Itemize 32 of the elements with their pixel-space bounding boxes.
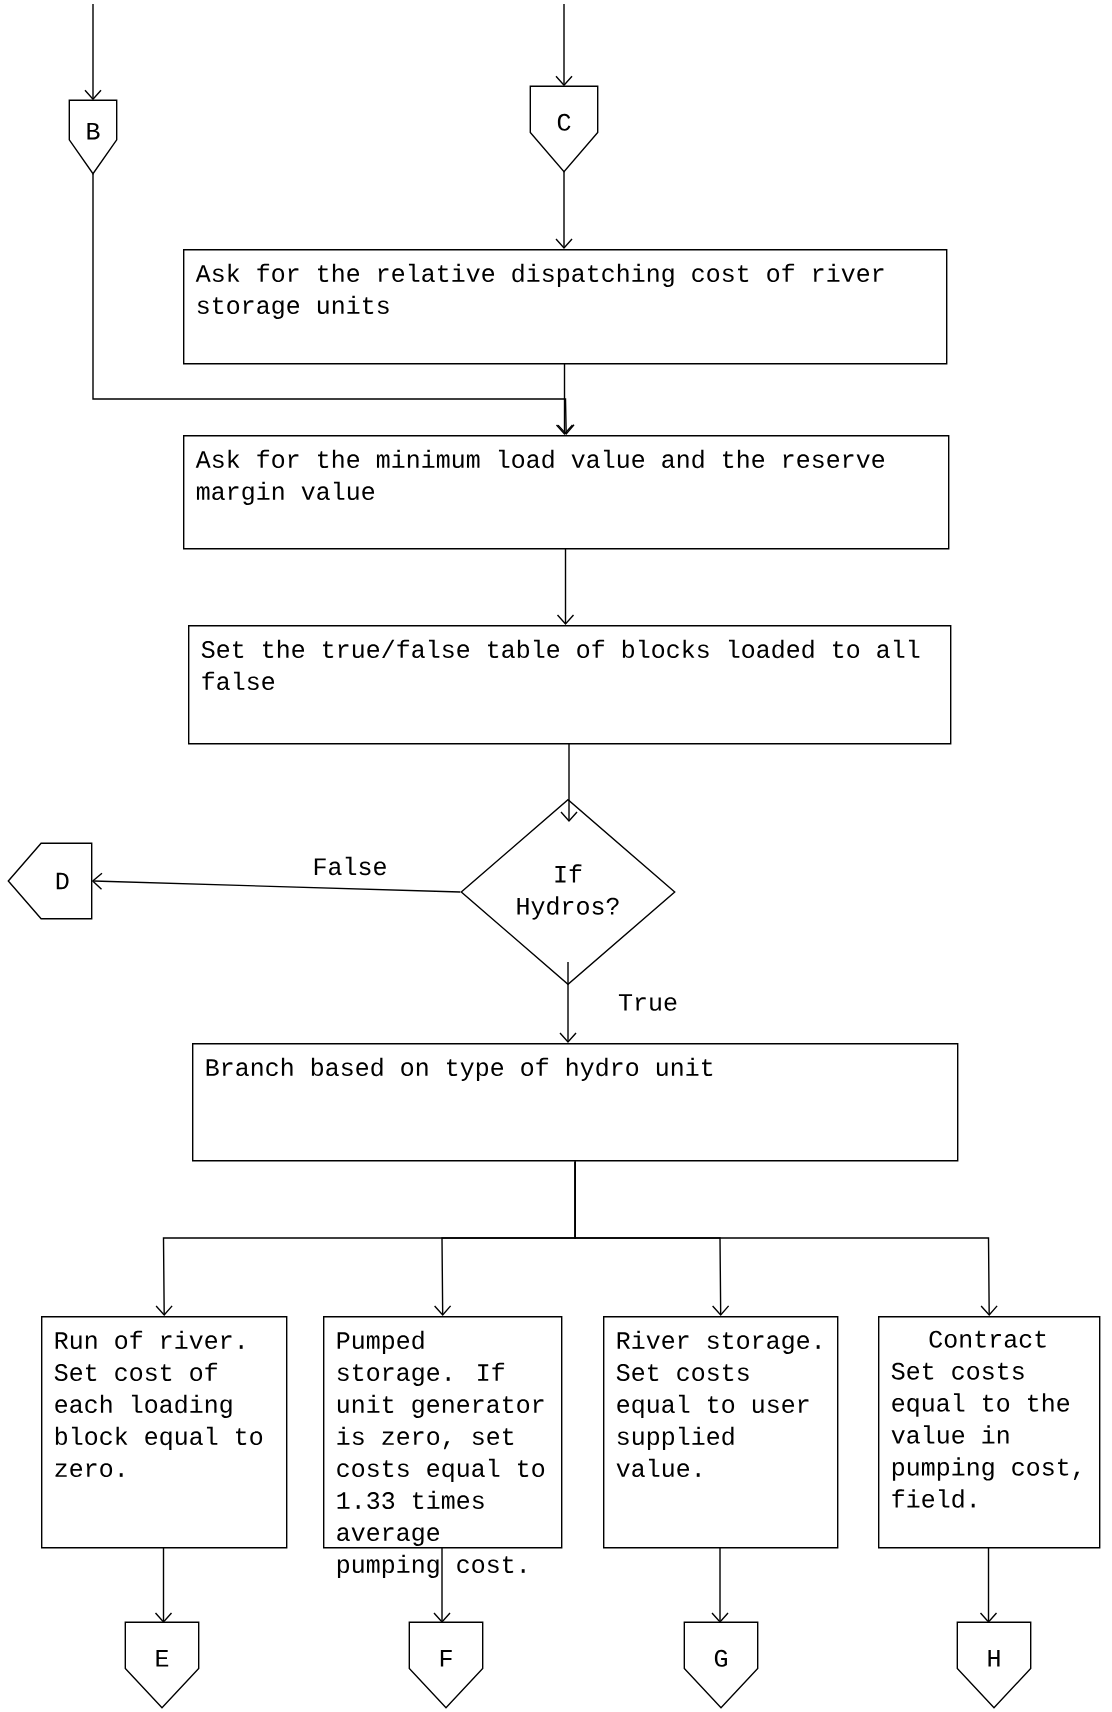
arrow (92, 173, 575, 435)
process-box: Contract Set costs equal to the value in pumping cost, field. (878, 1316, 1101, 1549)
arrow (979, 1546, 998, 1623)
process-box: Pumped storage. If unit generator is zero, set costs equal to 1.33 times average pumping cost. (323, 1316, 563, 1578)
connector-pentagon: F (408, 1621, 484, 1709)
arrow (154, 1546, 173, 1623)
process-box: Ask for the relative dispatching cost of river storage units (183, 249, 948, 365)
process-box: River storage. Set costs equal to user supplied value. (603, 1316, 839, 1549)
edge-label: False (310, 854, 390, 878)
arrow (91, 872, 461, 893)
arrow (556, 547, 575, 625)
process-box: Branch based on type of hydro unit (192, 1043, 959, 1162)
arrow (84, 3, 102, 101)
connector-pentagon: C (529, 85, 599, 173)
arrow (555, 362, 574, 435)
connector-pentagon: G (683, 1621, 759, 1709)
arrow (433, 1546, 451, 1623)
process-box: Ask for the minimum load value and the reserve margin value (183, 435, 950, 550)
connector-pentagon: H (956, 1621, 1032, 1709)
arrow (560, 742, 578, 822)
arrow (555, 3, 573, 87)
process-box: Run of river. Set cost of each loading block equal to zero. (41, 1316, 288, 1549)
process-box: Set the true/false table of blocks loaded to all false (188, 625, 952, 745)
arrow (555, 170, 573, 249)
arrow (559, 961, 577, 1043)
connector-pentagon: B (68, 99, 118, 175)
node-label: pumping cost. (337, 1554, 525, 1579)
connector-pentagon: D (7, 842, 93, 920)
arrow (711, 1546, 729, 1623)
edge-label: True (616, 992, 680, 1013)
arrow (574, 1160, 998, 1316)
connector-pentagon: E (124, 1621, 200, 1709)
